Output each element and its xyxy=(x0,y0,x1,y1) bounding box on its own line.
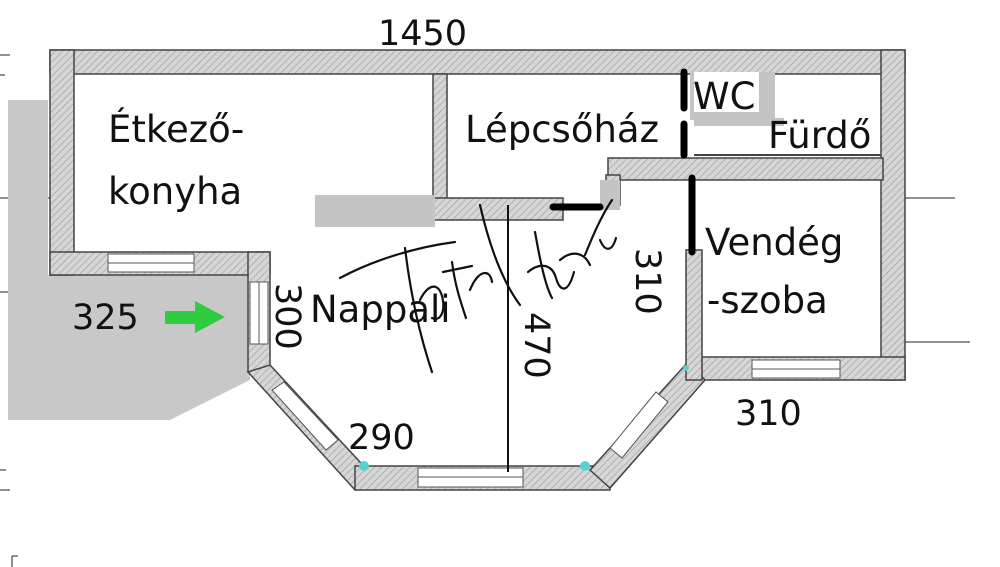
door-markers xyxy=(549,68,696,256)
windows xyxy=(107,253,841,488)
room-label-bathroom: Fürdő xyxy=(768,114,871,157)
dim-bay-side: 290 xyxy=(348,418,415,458)
room-label-living: Nappali xyxy=(310,288,451,331)
room-label-dining-1: Étkező- xyxy=(108,107,244,151)
dim-guest-height: 310 xyxy=(627,248,667,315)
wc-room-fill xyxy=(694,72,759,112)
dim-total-width: 1450 xyxy=(378,14,467,54)
dim-living-left: 300 xyxy=(267,283,307,350)
green-arrow-right-icon xyxy=(165,301,225,333)
dim-guest-width: 310 xyxy=(735,394,802,434)
dim-terrace: 325 xyxy=(72,298,139,338)
room-label-wc: WC xyxy=(693,75,755,118)
room-label-dining-2: konyha xyxy=(108,170,242,213)
dim-living-depth: 470 xyxy=(516,312,556,379)
window-dots xyxy=(359,365,689,471)
room-label-guest-1: Vendég xyxy=(705,221,843,264)
room-label-guest-2: -szoba xyxy=(707,279,828,322)
handwritten-signature xyxy=(338,198,618,374)
room-label-staircase: Lépcsőház xyxy=(465,108,659,151)
wc-divider xyxy=(694,118,784,126)
terrace-area xyxy=(8,100,250,420)
